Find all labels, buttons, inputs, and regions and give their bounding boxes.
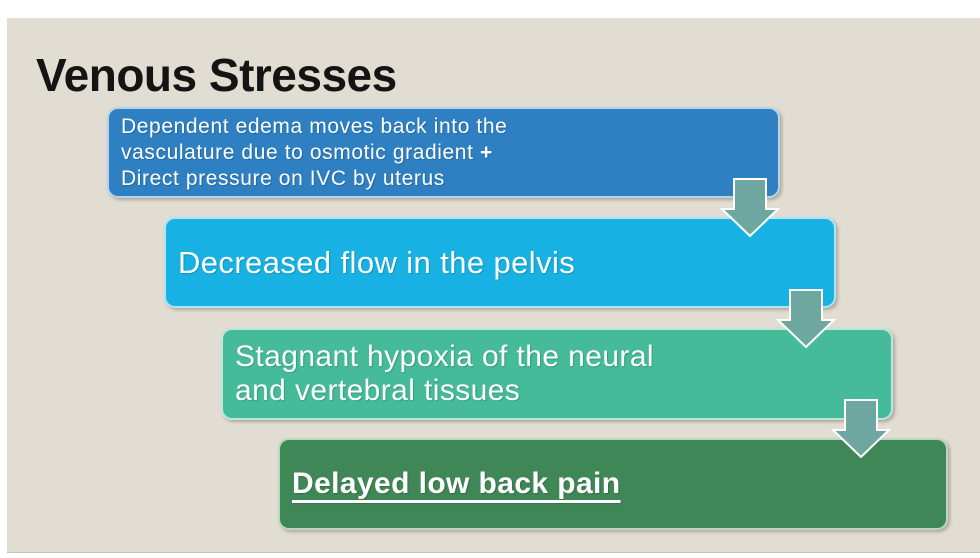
step-box-2-text: Decreased flow in the pelvis: [166, 245, 575, 281]
text-line: Stagnant hypoxia of the neural: [235, 340, 654, 373]
down-arrow-icon: [776, 289, 836, 349]
step-box-3: Stagnant hypoxia of the neural and verte…: [221, 328, 893, 420]
text-line: vasculature due to osmotic gradient: [121, 140, 474, 164]
text-line: Decreased flow in the pelvis: [178, 244, 576, 280]
text-line: Delayed low back pain: [292, 467, 621, 500]
step-box-4-text: Delayed low back pain: [280, 467, 621, 501]
plus-sign: +: [479, 140, 493, 164]
step-box-1-text: Dependent edema moves back into the vasc…: [109, 114, 507, 192]
step-box-3-text: Stagnant hypoxia of the neural and verte…: [223, 340, 654, 408]
text-line: Direct pressure on IVC by uterus: [121, 166, 445, 190]
text-line: and vertebral tissues: [235, 374, 521, 407]
slide-title: Venous Stresses: [36, 49, 397, 101]
step-box-4: Delayed low back pain: [278, 438, 948, 530]
text-line: Dependent edema moves back into the: [121, 114, 508, 138]
step-box-1: Dependent edema moves back into the vasc…: [107, 107, 780, 198]
down-arrow-icon: [720, 178, 780, 238]
slide-canvas: Venous Stresses Dependent edema moves ba…: [7, 18, 980, 553]
step-box-2: Decreased flow in the pelvis: [164, 217, 836, 308]
down-arrow-icon: [831, 399, 891, 459]
